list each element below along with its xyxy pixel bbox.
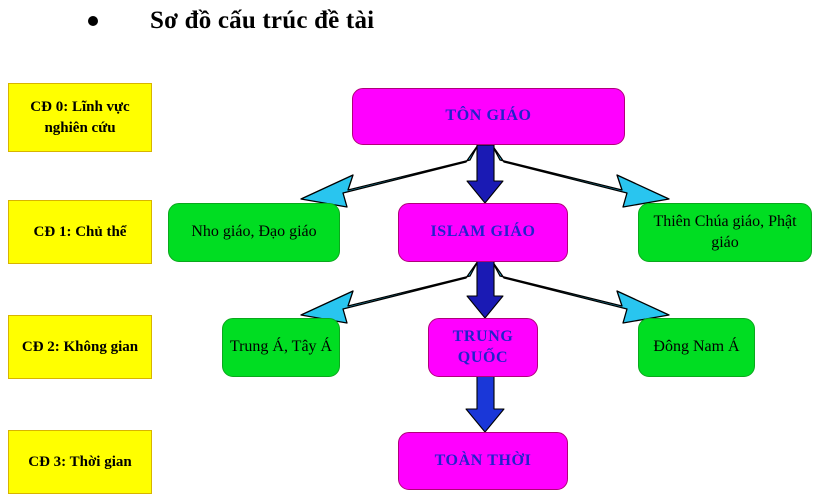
arrow-vertical-root-center [466, 144, 504, 204]
node-label: TÔN GIÁO [445, 107, 532, 125]
legend-box-cd2: CĐ 2: Không gian [8, 315, 152, 379]
arrow-diagonal-root-left [300, 144, 479, 208]
node-label: Trung Á, Tây Á [229, 338, 333, 356]
node-islam-giao[interactable]: ISLAM GIÁO [398, 203, 568, 262]
node-label: Đông Nam Á [653, 338, 740, 356]
node-trung-a-tay-a[interactable]: Trung Á, Tây Á [222, 318, 340, 377]
arrow-vertical-trungquoc-bottom [465, 375, 505, 433]
legend-label: CĐ 3: Thời gian [28, 453, 132, 470]
legend-box-cd3: CĐ 3: Thời gian [8, 430, 152, 494]
node-thien-chua-giao-phat-giao[interactable]: Thiên Chúa giáo, Phật giáo [638, 203, 812, 262]
bullet-icon [88, 16, 98, 26]
node-label: TOÀN THỜI [434, 451, 532, 469]
node-toan-thoi[interactable]: TOÀN THỜI [398, 432, 568, 490]
node-trung-quoc[interactable]: TRUNG QUỐC [428, 318, 538, 377]
page-title-text: Sơ đồ cấu trúc đề tài [150, 7, 375, 34]
legend-label: CĐ 2: Không gian [21, 338, 139, 355]
arrow-diagonal-root-right [491, 144, 670, 208]
legend-label: CĐ 1: Chủ thể [33, 223, 127, 240]
node-label: Nho giáo, Đạo giáo [191, 223, 317, 241]
arrow-diagonal-islam-right [491, 260, 670, 324]
legend-label: CĐ 0: Lĩnh vực nghiên cứu [30, 99, 130, 136]
node-dong-nam-a[interactable]: Đông Nam Á [638, 318, 755, 377]
legend-box-cd0: CĐ 0: Lĩnh vực nghiên cứu [8, 83, 152, 152]
node-label: ISLAM GIÁO [430, 223, 536, 241]
node-label: TRUNG QUỐC [452, 327, 514, 366]
page-title: Sơ đồ cấu trúc đề tài [88, 2, 508, 40]
node-ton-giao[interactable]: TÔN GIÁO [352, 88, 625, 145]
node-nho-giao-dao-giao[interactable]: Nho giáo, Đạo giáo [168, 203, 340, 262]
legend-box-cd1: CĐ 1: Chủ thể [8, 200, 152, 264]
node-label: Thiên Chúa giáo, Phật giáo [653, 212, 797, 251]
arrow-diagonal-islam-left [300, 260, 479, 324]
arrow-vertical-islam-center [466, 260, 504, 319]
